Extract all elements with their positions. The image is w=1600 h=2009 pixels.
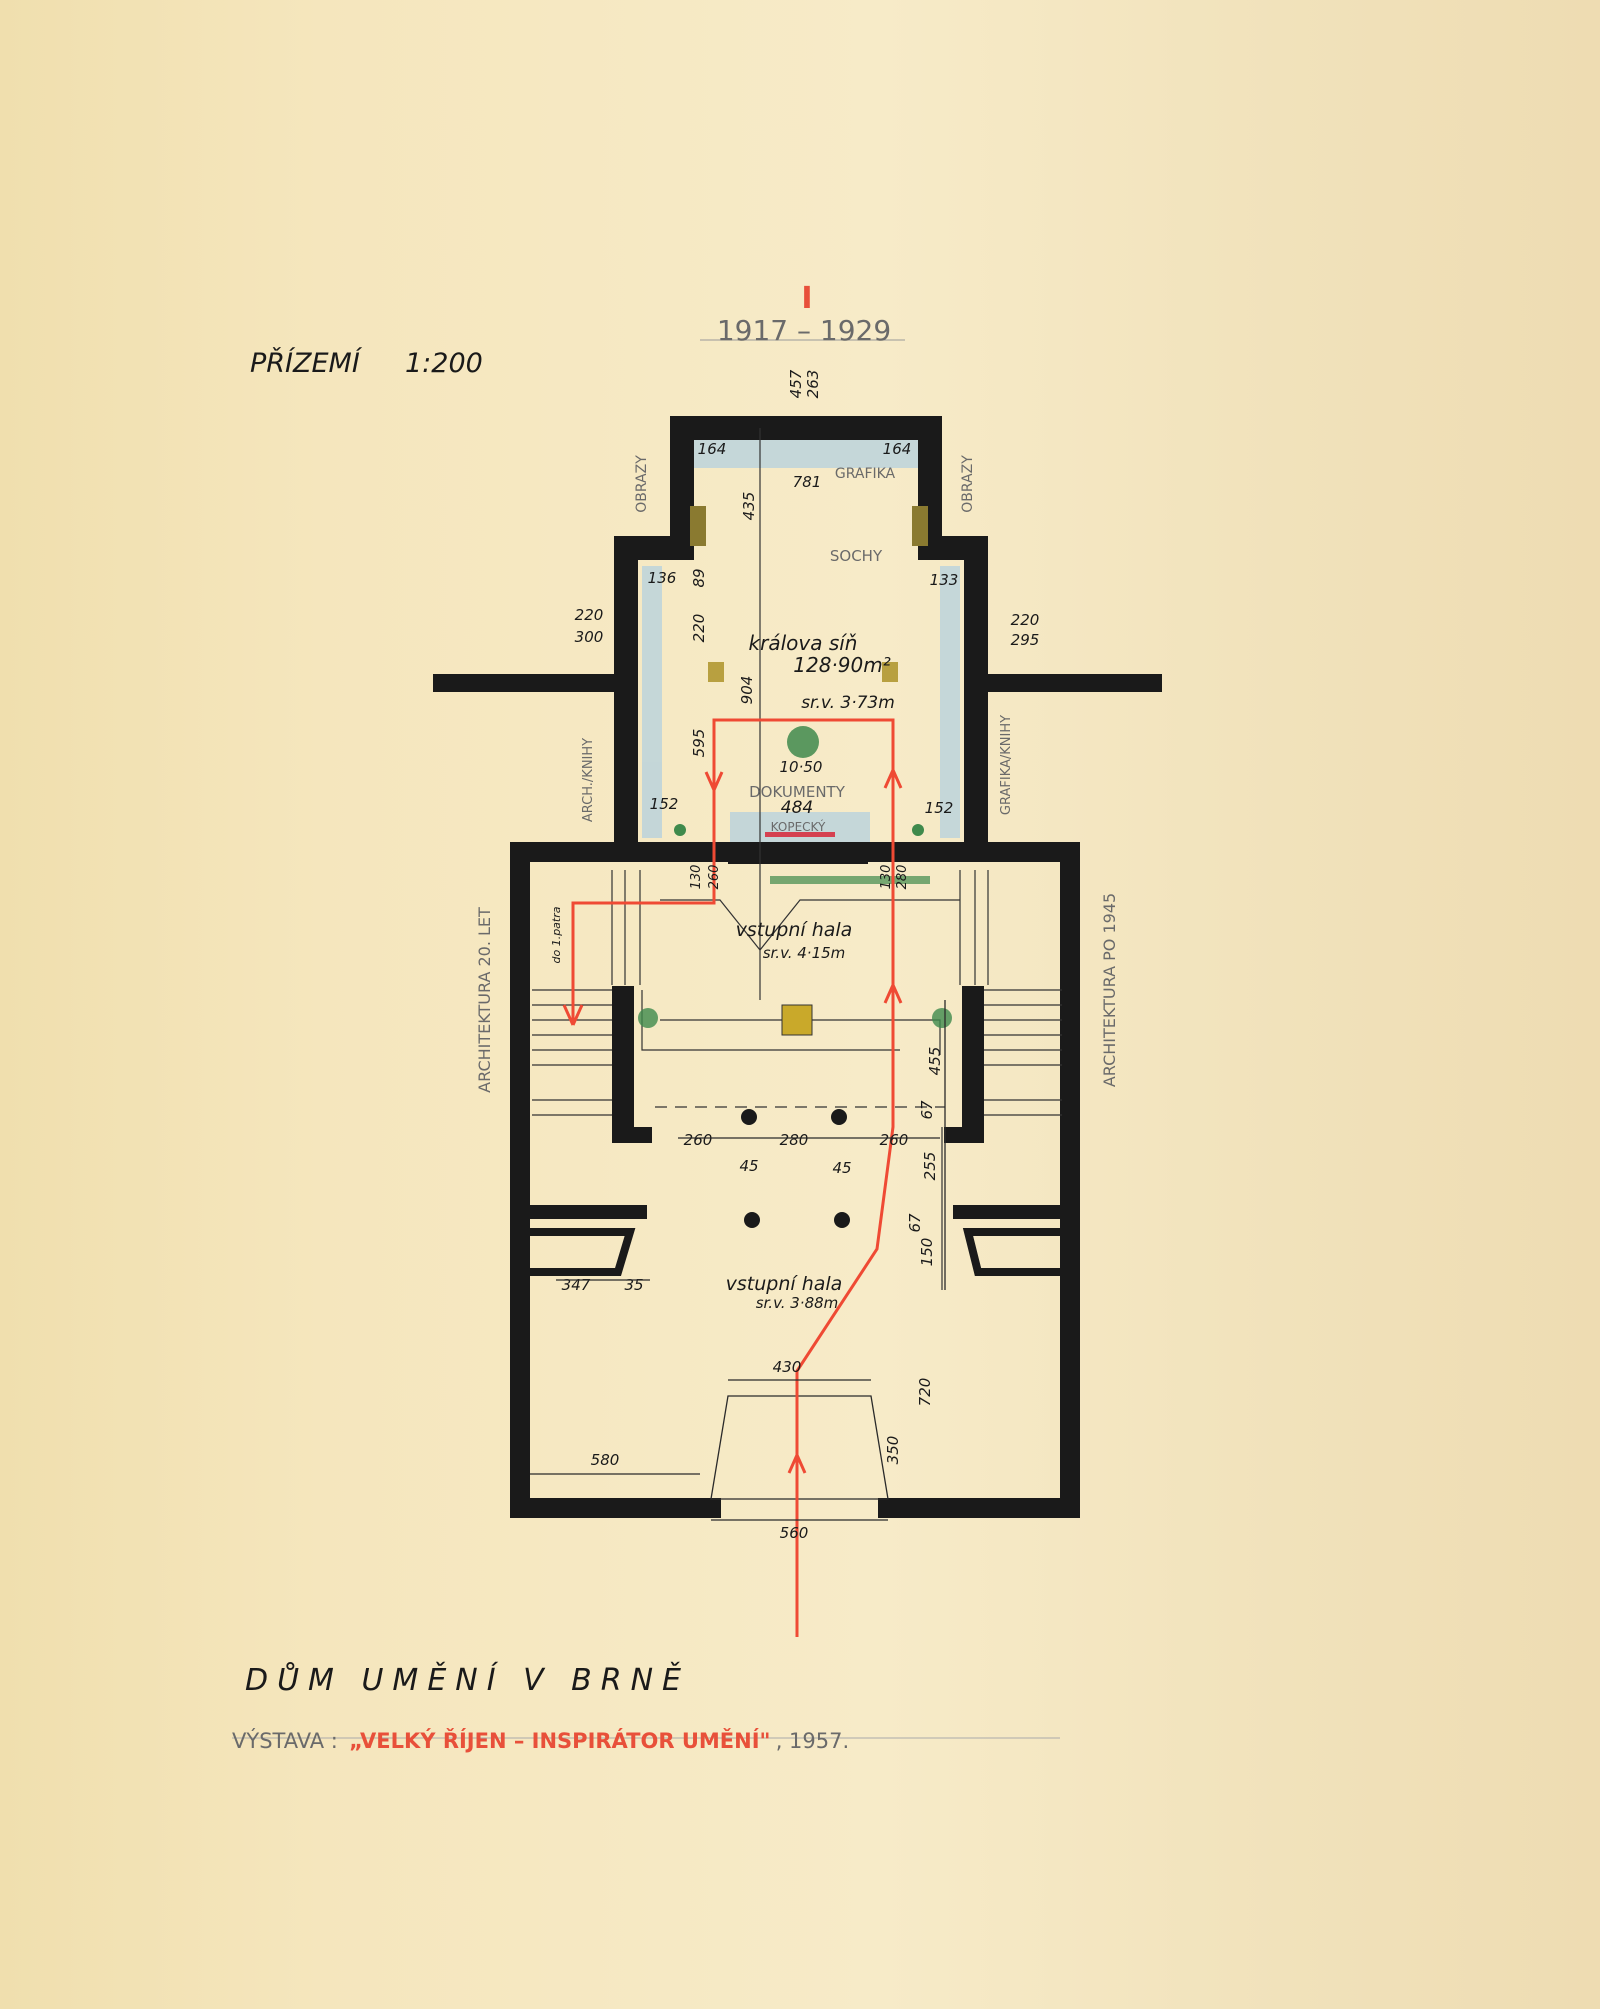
grafika-knihy-label: GRAFIKA/KNIHY [999, 715, 1014, 815]
sculpture-icon [912, 506, 928, 546]
dimension-label: 781 [793, 473, 822, 491]
dokumenty-label: DOKUMENTY [749, 783, 846, 801]
dimension-label: 263 [804, 370, 822, 399]
dimension-label: 720 [916, 1378, 934, 1407]
dimension-label: 220 [690, 614, 708, 643]
dimension-label: 280 [895, 865, 910, 890]
dimension-label: 457 [787, 369, 805, 398]
kopecky-label: KOPECKÝ [771, 819, 826, 834]
dimension-label: 152 [650, 795, 679, 813]
upper-entry-hall-height: sr.v. 4·15m [763, 944, 846, 962]
grafika-label: GRAFIKA [835, 466, 896, 482]
sculpture-icon [708, 662, 724, 682]
exhibition-name: „VELKÝ ŘÍJEN – INSPIRÁTOR UMĚNÍ" [349, 1728, 770, 1753]
dimension-label: 133 [930, 571, 959, 589]
dimension-label: 45 [832, 1159, 851, 1177]
dimension-label: 347 [562, 1276, 591, 1294]
dimension-label: 430 [773, 1358, 802, 1376]
dimension-label: 164 [883, 440, 912, 458]
dimension-label: 152 [925, 799, 954, 817]
dimension-label: 300 [575, 628, 604, 646]
dimension-label: 130 [689, 865, 704, 890]
dimension-label: 220 [1011, 611, 1040, 629]
dimension-label: 260 [880, 1131, 909, 1149]
main-hall-height: sr.v. 3·73m [801, 693, 895, 713]
dimension-label: 150 [918, 1238, 936, 1267]
dimension-label: 35 [624, 1276, 643, 1294]
dimension-label: 130 [879, 865, 894, 890]
plants-and-sculptures [638, 506, 952, 1036]
header: PŘÍZEMÍ 1:200 I 1917 – 1929 [250, 281, 905, 379]
visitor-route [562, 718, 903, 1637]
dimension-label: 484 [781, 798, 813, 818]
title-block: DŮM UMĚNÍ V BRNĚ VÝSTAVA : „VELKÝ ŘÍJEN … [232, 1661, 1060, 1753]
sculpture-icon [690, 506, 706, 546]
upper-entry-hall-name: vstupní hala [736, 919, 853, 941]
dimension-label: 595 [690, 729, 708, 758]
plant-icon [787, 726, 819, 758]
dimension-label: 45 [739, 1157, 758, 1175]
dimension-label: 67 [906, 1213, 924, 1233]
dimension-label: 220 [575, 606, 604, 624]
section-numeral: I [801, 281, 812, 316]
dimension-label: 435 [740, 492, 758, 521]
lower-entry-hall-height: sr.v. 3·88m [756, 1294, 839, 1312]
dimension-label: 67 [918, 1100, 936, 1120]
dimension-label: 136 [648, 569, 677, 587]
sculpture-icon [882, 662, 898, 682]
columns [741, 1109, 850, 1228]
walls [433, 416, 1162, 1518]
dimension-label: 260 [684, 1131, 713, 1149]
building-title: DŮM UMĚNÍ V BRNĚ [245, 1661, 690, 1698]
exhibition-year: , 1957. [776, 1729, 849, 1753]
sochy-label: SOCHY [830, 547, 883, 565]
dimension-label: 89 [690, 568, 708, 587]
display-panels [642, 436, 960, 842]
dimension-label: 260 [707, 865, 722, 890]
dimension-label: 255 [921, 1152, 939, 1181]
floor-label: PŘÍZEMÍ [250, 347, 363, 379]
dimension-label: 164 [698, 440, 727, 458]
main-hall-name: králova síň [749, 631, 858, 655]
obrazy-right-label: OBRAZY [960, 455, 976, 513]
arch-knihy-label: ARCH./KNIHY [581, 738, 596, 822]
exhibition-prefix: VÝSTAVA : [232, 1728, 338, 1753]
dimension-label: 280 [780, 1131, 809, 1149]
plant-icon [932, 1008, 952, 1028]
dimension-label: 904 [738, 676, 756, 705]
period-label: 1917 – 1929 [717, 314, 891, 347]
arch-po-1945-label: ARCHITEKTURA PO 1945 [1100, 893, 1119, 1087]
dimension-label: 10·50 [780, 758, 823, 776]
dimension-label: 560 [780, 1524, 809, 1542]
route-arrow-icon [562, 769, 903, 1474]
do-patra-label: do 1.patra [550, 906, 563, 963]
dimension-label: 580 [591, 1451, 620, 1469]
dimension-label: 455 [926, 1047, 944, 1076]
dimension-labels: 457 263 164 164 781 435 136 89 133 220 3… [530, 369, 1039, 1542]
obrazy-left-label: OBRAZY [634, 455, 650, 513]
room-labels: králova síň 128·90m² sr.v. 3·73m vstupní… [475, 455, 1119, 1312]
dimension-label: 350 [884, 1436, 902, 1465]
sculpture-icon [781, 1004, 813, 1036]
arch-20-let-label: ARCHITEKTURA 20. LET [475, 907, 494, 1093]
lower-entry-hall-name: vstupní hala [726, 1273, 843, 1295]
scale-label: 1:200 [405, 348, 483, 379]
dimension-label: 295 [1011, 631, 1040, 649]
exhibition-line: VÝSTAVA : „VELKÝ ŘÍJEN – INSPIRÁTOR UMĚN… [232, 1728, 849, 1753]
main-hall-area: 128·90m² [793, 653, 890, 677]
plant-icon [638, 1008, 658, 1028]
